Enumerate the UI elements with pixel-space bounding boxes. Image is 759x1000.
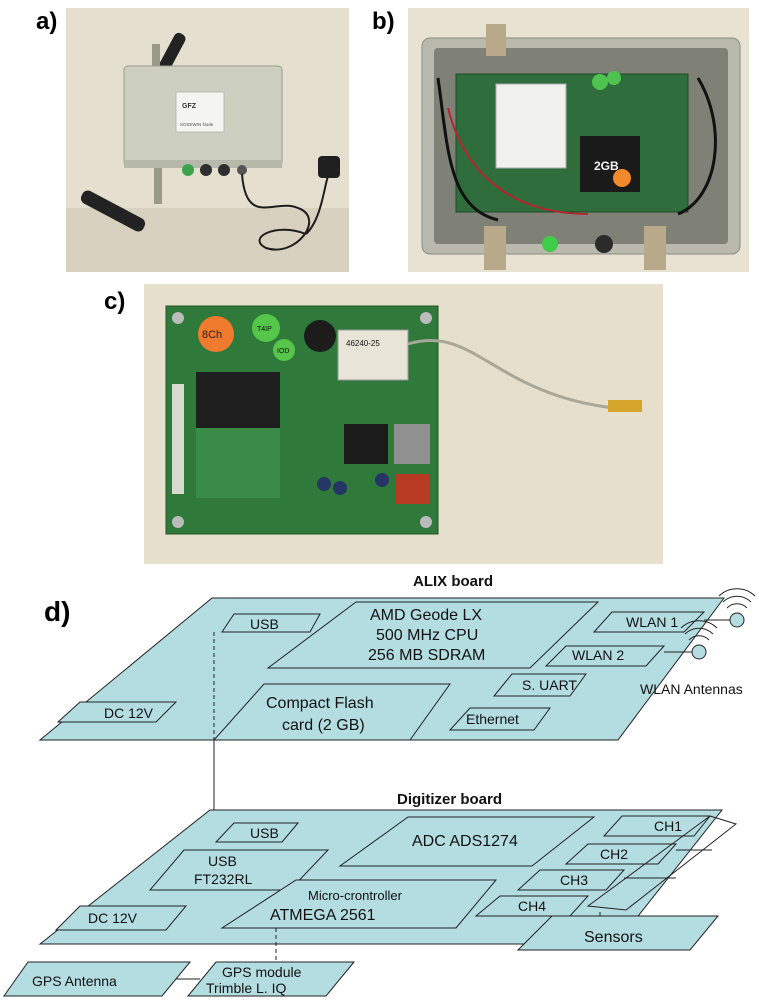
photo-open-enclosure: 2GB xyxy=(408,8,749,272)
alix-usb-port xyxy=(221,613,321,633)
panel-label-a: a) xyxy=(36,8,58,35)
alix-cpu-line3: 256 MB SDRAM xyxy=(368,647,485,664)
gps-antenna-block xyxy=(3,961,192,997)
digitizer-mc-block xyxy=(220,879,498,929)
gps-module-line2: Trimble L. IQ xyxy=(206,980,286,996)
digitizer-adc-label: ADC ADS1274 xyxy=(412,833,518,850)
alix-cf-block xyxy=(212,683,451,741)
digitizer-mc-line2: ATMEGA 2561 xyxy=(270,907,376,924)
alix-cpu-block xyxy=(266,601,600,669)
digitizer-usb-chip-line1: USB xyxy=(208,853,237,869)
digitizer-board-title: Digitizer board xyxy=(397,791,502,808)
alix-dc-label: DC 12V xyxy=(104,705,154,721)
panel-label-c: c) xyxy=(104,288,126,315)
sensors-label: Sensors xyxy=(584,929,643,946)
digitizer-usb-label: USB xyxy=(250,825,279,841)
digitizer-dc-label: DC 12V xyxy=(88,910,138,926)
sensors-block xyxy=(516,915,720,951)
gps-antenna-label: GPS Antenna xyxy=(32,973,117,989)
alix-ethernet-port xyxy=(448,707,551,731)
alix-cf-line2: card (2 GB) xyxy=(282,717,365,734)
digitizer-adc-block xyxy=(338,816,596,867)
alix-cpu-line2: 500 MHz CPU xyxy=(376,627,478,644)
node-enclosure-illustration: GFZ SOSEWIN Node xyxy=(66,8,349,272)
wlan-antenna-2-waves-icon xyxy=(680,620,718,641)
alix-wlan2-port xyxy=(544,645,666,667)
sticker-t4ip: T4IP xyxy=(257,326,272,333)
alix-wlan2-label: WLAN 2 xyxy=(572,647,624,663)
panel-label-d: d) xyxy=(44,596,71,627)
wlan-antennas-label: WLAN Antennas xyxy=(640,681,743,697)
alix-cf-line1: Compact Flash xyxy=(266,695,374,712)
digitizer-usb-chip-line2: FT232RL xyxy=(194,871,253,887)
alix-suart-label: S. UART xyxy=(522,677,577,693)
digitizer-usb-port xyxy=(214,822,300,843)
photo-digitizer-pcb: 8Ch T4IP IOD 46240-25 xyxy=(144,284,663,564)
alix-ethernet-label: Ethernet xyxy=(466,711,519,727)
digitizer-pcb-illustration: 8Ch T4IP IOD 46240-25 xyxy=(144,284,663,564)
gps-module-block xyxy=(186,961,356,997)
alix-cpu-line1: AMD Geode LX xyxy=(370,607,482,624)
channel-3-port xyxy=(516,869,626,891)
sticker-8ch: 8Ch xyxy=(202,329,222,341)
digitizer-mc-line1: Micro-crontroller xyxy=(308,888,403,903)
channel-2-port xyxy=(564,843,678,865)
wlan-antenna-2-icon xyxy=(691,644,707,660)
channel-1-label: CH1 xyxy=(654,818,682,834)
alix-wlan1-label: WLAN 1 xyxy=(626,614,678,630)
channel-1-port xyxy=(602,815,712,837)
wlan-antenna-1-icon xyxy=(729,612,745,628)
digitizer-dc-port xyxy=(54,905,188,931)
box-label-node: SOSEWIN Node xyxy=(180,122,214,127)
cf-card-label: 2GB xyxy=(594,159,619,173)
alix-board-title: ALIX board xyxy=(413,573,493,590)
gps-module-line1: GPS module xyxy=(222,964,302,980)
channel-4-label: CH4 xyxy=(518,898,546,914)
alix-wlan1-port xyxy=(592,611,706,633)
alix-dc-port xyxy=(56,701,178,723)
chip-label: 46240-25 xyxy=(346,339,380,348)
alix-suart-port xyxy=(492,673,587,697)
sensor-wire-bundle xyxy=(586,815,738,911)
channel-2-label: CH2 xyxy=(600,846,628,862)
open-enclosure-illustration: 2GB xyxy=(408,8,749,272)
photo-node-enclosure: GFZ SOSEWIN Node xyxy=(66,8,349,272)
sticker-iod: IOD xyxy=(277,348,289,355)
panel-label-b: b) xyxy=(372,8,395,35)
box-label-gfz: GFZ xyxy=(182,103,197,110)
alix-usb-label: USB xyxy=(250,616,279,632)
wlan-antenna-1-waves-icon xyxy=(718,588,756,609)
channel-3-label: CH3 xyxy=(560,872,588,888)
